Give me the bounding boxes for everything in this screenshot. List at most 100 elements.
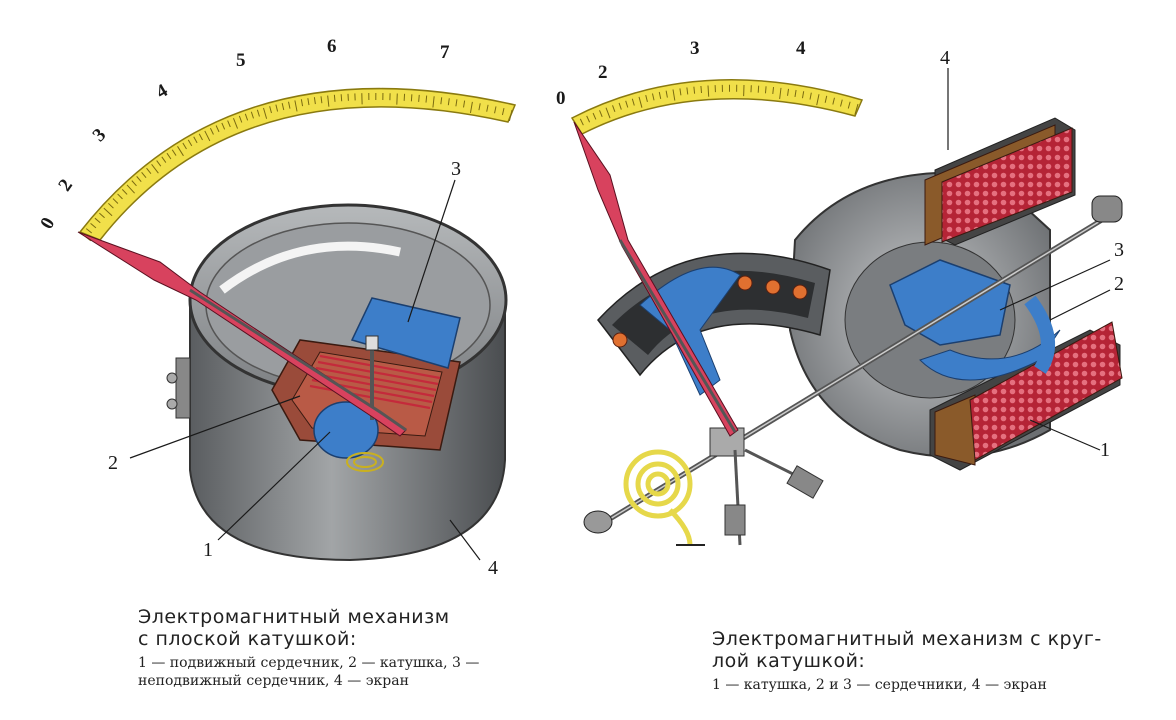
scale-tick — [645, 94, 648, 103]
right-caption: Электромагнитный механизм с круг- лой ка… — [712, 628, 1102, 694]
scale-tick — [592, 112, 597, 120]
scale-tick — [469, 101, 473, 113]
scale-tick — [586, 115, 591, 123]
scale-tick — [221, 122, 226, 130]
scale-tick — [764, 86, 767, 94]
right-scale-label-4: 4 — [796, 38, 806, 59]
right-core-2 — [919, 329, 1061, 381]
right-callout-2: 2 — [1114, 273, 1124, 295]
scale-tick — [333, 94, 336, 102]
scale-tick — [198, 133, 203, 141]
scale-tick — [693, 86, 696, 94]
scale-tick — [599, 110, 603, 117]
left-scale-label-3: 3 — [89, 124, 111, 146]
scale-tick — [679, 88, 682, 96]
scale-tick — [809, 92, 812, 100]
right-spring — [623, 449, 693, 546]
scale-tick — [161, 156, 167, 163]
scale-tick — [707, 85, 710, 97]
scale-tick — [233, 117, 239, 129]
scale-tick — [307, 98, 310, 106]
left-caption-title-1: Электромагнитный механизм — [138, 606, 450, 628]
right-callout-4: 4 — [940, 47, 950, 69]
scale-tick — [665, 90, 668, 98]
scale-tick — [99, 212, 105, 219]
scale-tick — [672, 89, 676, 101]
scale-tick — [256, 109, 260, 117]
scale-tick — [263, 107, 268, 119]
scale-tick — [275, 104, 279, 112]
scale-tick — [486, 104, 489, 112]
scale-tick — [432, 96, 435, 108]
left-caption: Электромагнитный механизм с плоской кату… — [138, 606, 479, 690]
scale-tick — [320, 96, 323, 104]
left-callout-3: 3 — [451, 158, 461, 180]
scale-tick — [300, 99, 304, 107]
left-terminals — [166, 357, 191, 419]
scale-tick — [171, 149, 177, 156]
scale-tick — [494, 106, 497, 114]
scale-tick — [182, 142, 187, 150]
scale-tick — [112, 198, 119, 204]
scale-tick — [418, 94, 420, 102]
scale-tick — [463, 100, 466, 108]
left-mechanism: 0 2 3 4 5 6 7 — [36, 36, 517, 579]
scale-tick — [288, 101, 291, 109]
scale-tick — [238, 115, 243, 123]
scale-tick — [840, 99, 843, 107]
right-callout-3: 3 — [1114, 239, 1124, 261]
scale-tick — [94, 217, 101, 224]
scale-tick — [686, 87, 689, 95]
scale-tick — [779, 87, 782, 100]
scale-tick — [313, 97, 316, 105]
scale-tick — [440, 97, 443, 105]
right-top-coil — [924, 117, 1076, 246]
left-callout-lines — [129, 179, 481, 561]
scale-tick — [103, 207, 113, 217]
left-caption-legend-2: неподвижный сердечник, 4 — экран — [138, 673, 409, 689]
right-core-3 — [889, 259, 1011, 346]
left-scale-label-2: 2 — [54, 175, 77, 195]
right-caption-title-2: лой катушкой: — [712, 650, 866, 672]
right-mechanism: 0 2 3 4 — [556, 38, 1124, 546]
scale-tick — [447, 98, 450, 106]
scale-tick — [605, 107, 611, 119]
scale-tick — [193, 136, 198, 144]
scale-tick — [117, 193, 123, 200]
scale-tick — [651, 93, 655, 101]
right-hub — [709, 427, 824, 546]
right-axle-end-bottom — [583, 510, 613, 534]
right-scale-arc — [570, 79, 864, 135]
scale-tick — [816, 94, 820, 106]
scale-tick — [215, 125, 220, 133]
right-scale-label-0: 0 — [556, 88, 566, 109]
scale-tick — [126, 184, 135, 194]
scale-tick — [131, 180, 137, 187]
scale-tick — [209, 127, 214, 135]
right-axle-end-top — [1091, 195, 1123, 223]
scale-tick — [501, 108, 505, 116]
scale-tick — [146, 167, 152, 175]
scale-tick — [631, 98, 635, 106]
scale-tick — [108, 202, 114, 209]
scale-tick — [772, 86, 775, 95]
scale-tick — [151, 164, 159, 174]
scale-tick — [156, 160, 162, 167]
scale-tick — [658, 91, 662, 99]
scale-tick — [141, 171, 147, 178]
scale-tick — [824, 95, 828, 103]
right-scale-label-3: 3 — [690, 38, 700, 59]
left-spring — [346, 452, 384, 472]
scale-tick — [455, 99, 458, 107]
left-callout-1: 1 — [203, 539, 213, 561]
scale-tick — [625, 100, 629, 108]
left-scale-label-5: 5 — [236, 50, 246, 71]
scale-tick — [294, 100, 298, 112]
right-callout-1: 1 — [1100, 439, 1110, 461]
scale-tick — [579, 118, 584, 126]
right-pointer — [573, 121, 739, 437]
right-caption-title-1: Электромагнитный механизм с круг- — [712, 628, 1102, 650]
left-callout-4: 4 — [488, 557, 498, 579]
left-caption-legend-1: 1 — подвижный сердечник, 2 — катушка, 3 … — [138, 655, 480, 671]
